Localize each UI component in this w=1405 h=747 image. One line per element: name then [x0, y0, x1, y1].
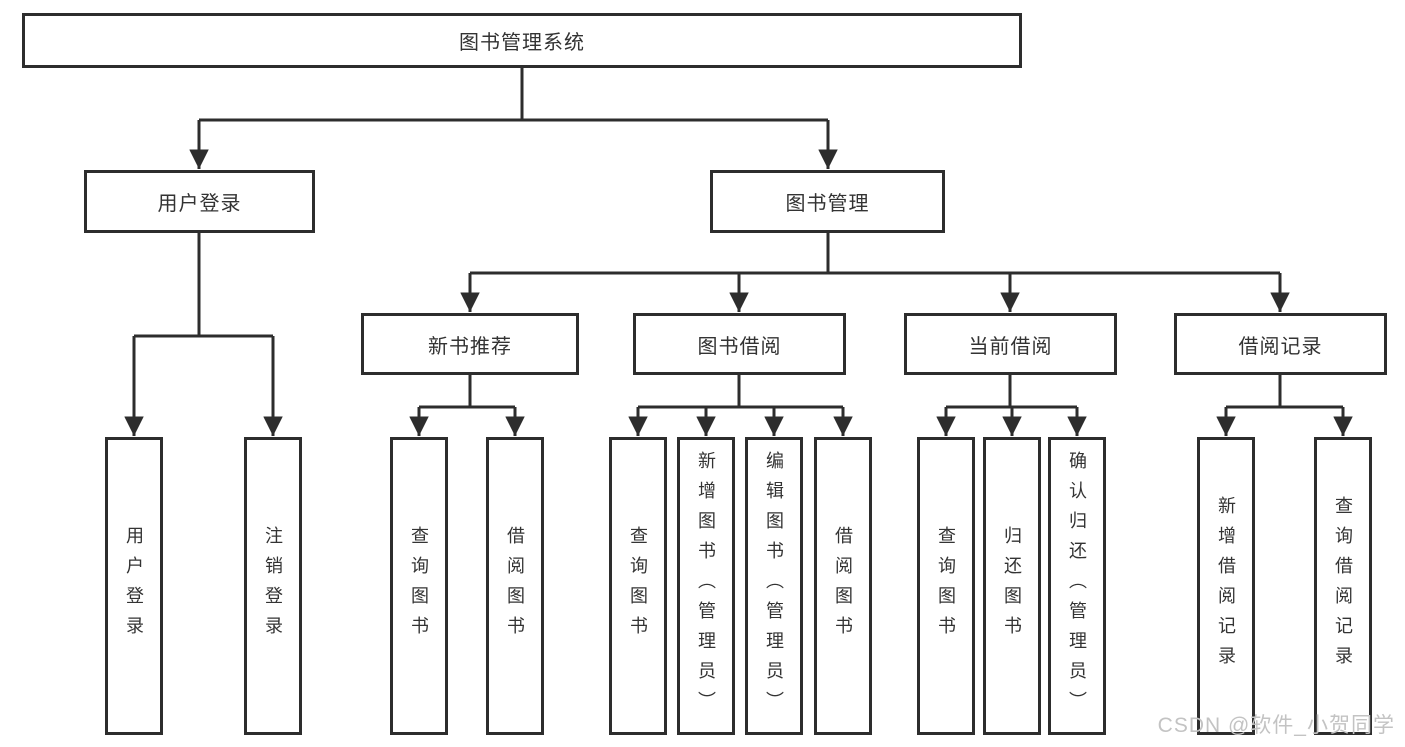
node-book-borrow-label: 图书借阅	[697, 335, 782, 358]
leaf-borrow-books-2-label: 借阅图书	[833, 526, 853, 646]
node-root: 图书管理系统	[22, 13, 1022, 68]
node-root-label: 图书管理系统	[459, 32, 585, 54]
node-current-borrow: 当前借阅	[904, 313, 1117, 375]
leaf-borrow-books-1-label: 借阅图书	[505, 526, 525, 646]
leaf-query-books-1: 查询图书	[390, 437, 448, 735]
leaf-confirm-return-admin-label: 确认归还（管理员）	[1067, 451, 1087, 721]
node-book-management-label: 图书管理	[785, 193, 870, 215]
node-book-borrow: 图书借阅	[633, 313, 846, 375]
leaf-query-books-3: 查询图书	[917, 437, 975, 735]
leaf-add-book-admin-label: 新增图书（管理员）	[696, 451, 716, 721]
node-user-login: 用户登录	[84, 170, 315, 233]
leaf-user-login-label: 用户登录	[124, 526, 144, 646]
watermark: CSDN @软件_小贺同学	[1157, 714, 1395, 737]
leaf-logout-label: 注销登录	[263, 526, 283, 646]
leaf-edit-book-admin: 编辑图书（管理员）	[745, 437, 803, 735]
leaf-add-borrow-record-label: 新增借阅记录	[1216, 496, 1236, 676]
leaf-add-book-admin: 新增图书（管理员）	[677, 437, 735, 735]
leaf-query-books-2-label: 查询图书	[628, 526, 648, 646]
node-book-management: 图书管理	[710, 170, 945, 233]
node-borrow-records: 借阅记录	[1174, 313, 1387, 375]
leaf-query-borrow-record-label: 查询借阅记录	[1333, 496, 1353, 676]
node-new-book-recommend: 新书推荐	[361, 313, 579, 375]
leaf-query-borrow-record: 查询借阅记录	[1314, 437, 1372, 735]
leaf-query-books-2: 查询图书	[609, 437, 667, 735]
leaf-logout: 注销登录	[244, 437, 302, 735]
node-user-login-label: 用户登录	[157, 193, 242, 215]
leaf-confirm-return-admin: 确认归还（管理员）	[1048, 437, 1106, 735]
leaf-query-books-3-label: 查询图书	[936, 526, 956, 646]
node-borrow-records-label: 借阅记录	[1238, 335, 1323, 358]
leaf-edit-book-admin-label: 编辑图书（管理员）	[764, 451, 784, 721]
leaf-borrow-books-1: 借阅图书	[486, 437, 544, 735]
leaf-user-login: 用户登录	[105, 437, 163, 735]
leaf-add-borrow-record: 新增借阅记录	[1197, 437, 1255, 735]
leaf-query-books-1-label: 查询图书	[409, 526, 429, 646]
leaf-return-book-label: 归还图书	[1002, 526, 1022, 646]
node-current-borrow-label: 当前借阅	[968, 335, 1053, 358]
node-new-book-recommend-label: 新书推荐	[428, 335, 512, 358]
leaf-return-book: 归还图书	[983, 437, 1041, 735]
leaf-borrow-books-2: 借阅图书	[814, 437, 872, 735]
